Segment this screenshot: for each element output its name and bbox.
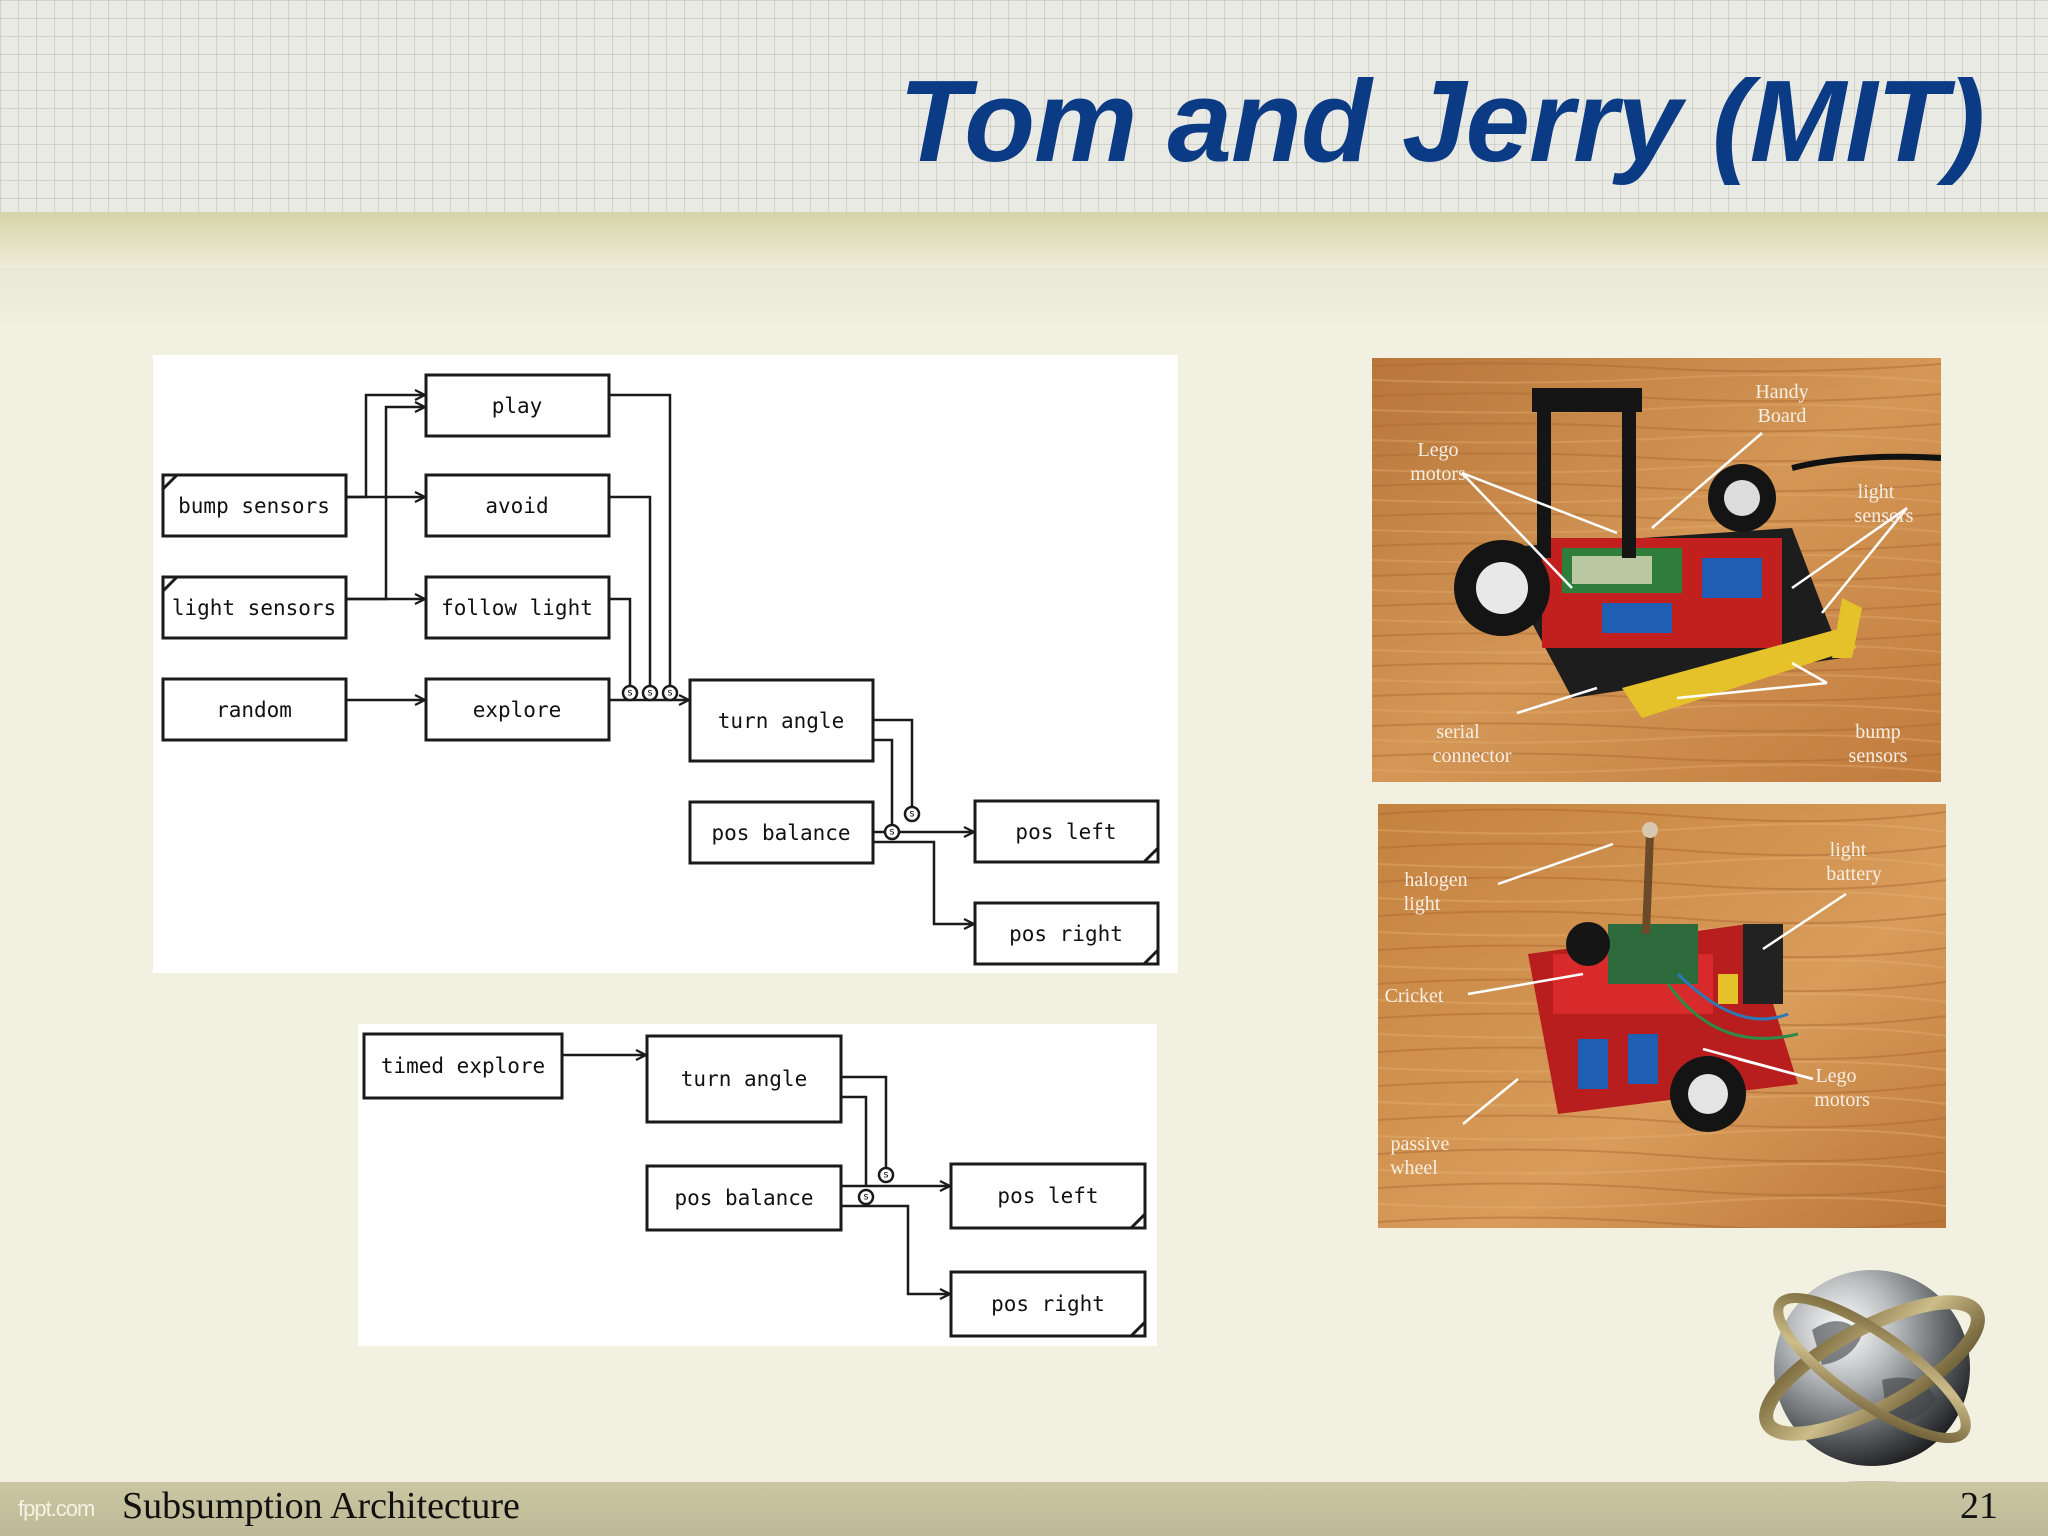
svg-text:s: s [627,688,632,699]
header-grid-banner [0,0,2048,212]
callout-label: Board [1758,405,1807,427]
block-label: turn angle [681,1067,807,1091]
block-label: pos left [1015,820,1116,844]
block-timed-explore: timed explore [362,1032,564,1100]
page-number: 21 [1960,1485,1998,1527]
callout-label: Handy [1755,381,1808,403]
callout-label: bump [1855,721,1901,743]
block-explore: explore [424,677,611,742]
block-pos-right: pos right [949,1270,1147,1338]
footer-bar [0,1482,2048,1536]
svg-text:s: s [863,1192,868,1203]
callout-label: connector [1433,745,1512,767]
callout-label: light [1404,893,1441,915]
block-label: play [492,394,543,418]
block-turn-angle: turn angle [645,1034,843,1124]
callout-label: battery [1826,863,1882,885]
header-band [0,212,2048,268]
block-bump-sensors: bump sensors [161,473,348,538]
block-label: explore [473,698,562,722]
block-label: turn angle [718,709,844,733]
callout-label: serial [1436,721,1480,743]
block-label: light sensors [172,596,336,620]
callout-label: sensors [1855,505,1914,527]
block-pos-balance: pos balance [688,800,875,865]
callout-label: motors [1814,1089,1870,1111]
block-label: avoid [485,494,548,518]
block-label: pos balance [711,821,850,845]
block-label: timed explore [381,1054,545,1078]
callout-label: Lego [1417,439,1458,461]
jerry-behavior-diagram: s s timed explore turn angle pos balance… [358,1024,1157,1346]
suppressor-node: s [857,1188,875,1206]
block-label: random [216,698,292,722]
block-avoid: avoid [424,473,611,538]
svg-text:s: s [667,688,672,699]
slide-title: Tom and Jerry (MIT) [898,56,1985,186]
suppressor-node: s [641,684,659,702]
callout-label: motors [1410,463,1466,485]
block-label: pos left [997,1184,1098,1208]
block-light-sensors: light sensors [161,575,348,640]
callout-label: Lego [1815,1065,1856,1087]
tom-behavior-diagram: s s s s s play bump sensors avoid [153,355,1178,973]
robot-photo-jerry: halogen light light battery Cricket Lego… [1378,804,1946,1228]
block-label: pos right [1009,922,1123,946]
svg-text:s: s [909,809,914,820]
suppressor-node: s [621,684,639,702]
diagram-wires [562,1055,950,1294]
photo-scene [1378,804,1946,1228]
svg-text:s: s [883,1170,888,1181]
block-pos-right: pos right [973,901,1160,966]
block-follow-light: follow light [424,575,611,640]
photo-scene [1372,358,1941,782]
svg-text:s: s [889,827,894,838]
callout-label: sensors [1849,745,1908,767]
block-turn-angle: turn angle [688,678,875,763]
suppressor-node: s [877,1166,895,1184]
block-label: bump sensors [178,494,330,518]
block-pos-balance: pos balance [645,1164,843,1232]
block-label: pos balance [674,1186,813,1210]
callout-label: light [1830,839,1867,861]
block-label: pos right [991,1292,1105,1316]
block-pos-left: pos left [973,799,1160,864]
block-pos-left: pos left [949,1162,1147,1230]
callout-label: wheel [1390,1157,1438,1179]
callout-label: halogen [1404,869,1467,891]
block-random: random [161,677,348,742]
callout-label: light [1858,481,1895,503]
callout-label: passive [1391,1133,1450,1155]
callout-label: Cricket [1385,985,1444,1007]
block-label: follow light [441,596,593,620]
footer-brand: fppt.com [18,1496,95,1521]
header-shade [0,268,2048,328]
svg-text:s: s [647,688,652,699]
footer-title: Subsumption Architecture [122,1485,520,1527]
suppressor-node: s [903,805,921,823]
robot-photo-tom: Handy Board Lego motors light sensors se… [1372,358,1941,782]
suppressor-node: s [883,823,901,841]
block-play: play [424,373,611,438]
suppressor-node: s [661,684,679,702]
diagram-wires [346,395,974,924]
